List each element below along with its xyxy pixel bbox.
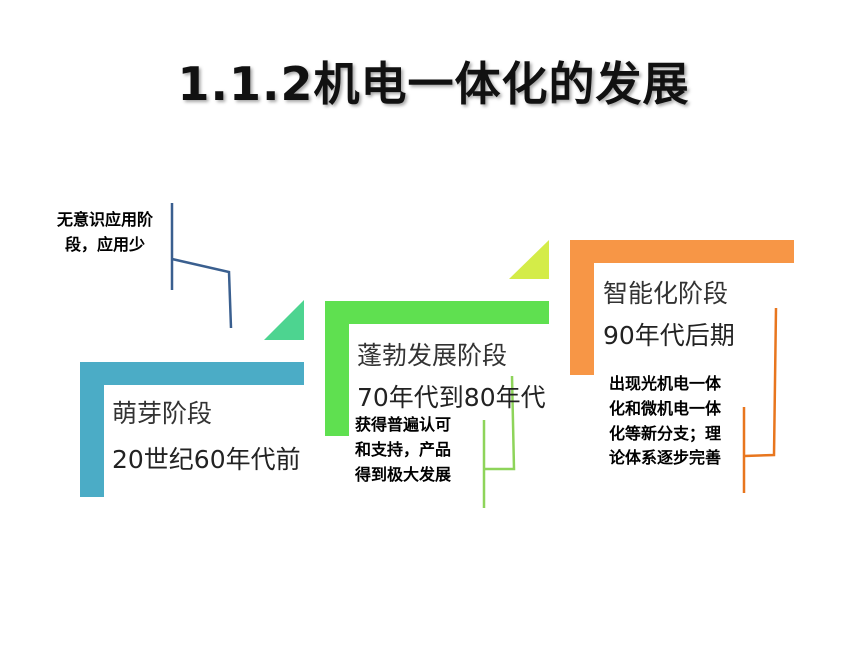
stage1-note: 无意识应用阶段，应用少 <box>56 210 153 254</box>
slide-title: 1.1.2机电一体化的发展 <box>177 57 690 111</box>
stage3-note: 出现光机电一体化和微机电一体化等新分支；理论体系逐步完善 <box>609 374 722 468</box>
stage3-left-bar <box>570 240 594 375</box>
stage2-note: 获得普遍认可和支持，产品得到极大发展 <box>354 415 451 484</box>
stage1-period: 20世纪60年代前 <box>112 445 301 474</box>
triangle-green-icon <box>264 300 304 340</box>
stage1-name: 萌芽阶段 <box>112 399 213 428</box>
stage1-left-bar <box>80 362 104 497</box>
stage2-period: 70年代到80年代 <box>357 383 546 412</box>
stage2-left-bar <box>325 301 349 436</box>
stage1-connector-line <box>171 257 233 329</box>
stage3-name: 智能化阶段 <box>603 279 729 308</box>
stage2-top-bar <box>325 301 549 324</box>
stage2-connector-line <box>484 375 516 471</box>
triangle-lime-icon <box>509 240 549 279</box>
stage3-connector-line <box>743 307 778 458</box>
stage2-name: 蓬勃发展阶段 <box>357 341 508 370</box>
stage1-top-bar <box>80 362 304 385</box>
stage3-period: 90年代后期 <box>603 321 735 350</box>
stage3-top-bar <box>570 240 794 263</box>
